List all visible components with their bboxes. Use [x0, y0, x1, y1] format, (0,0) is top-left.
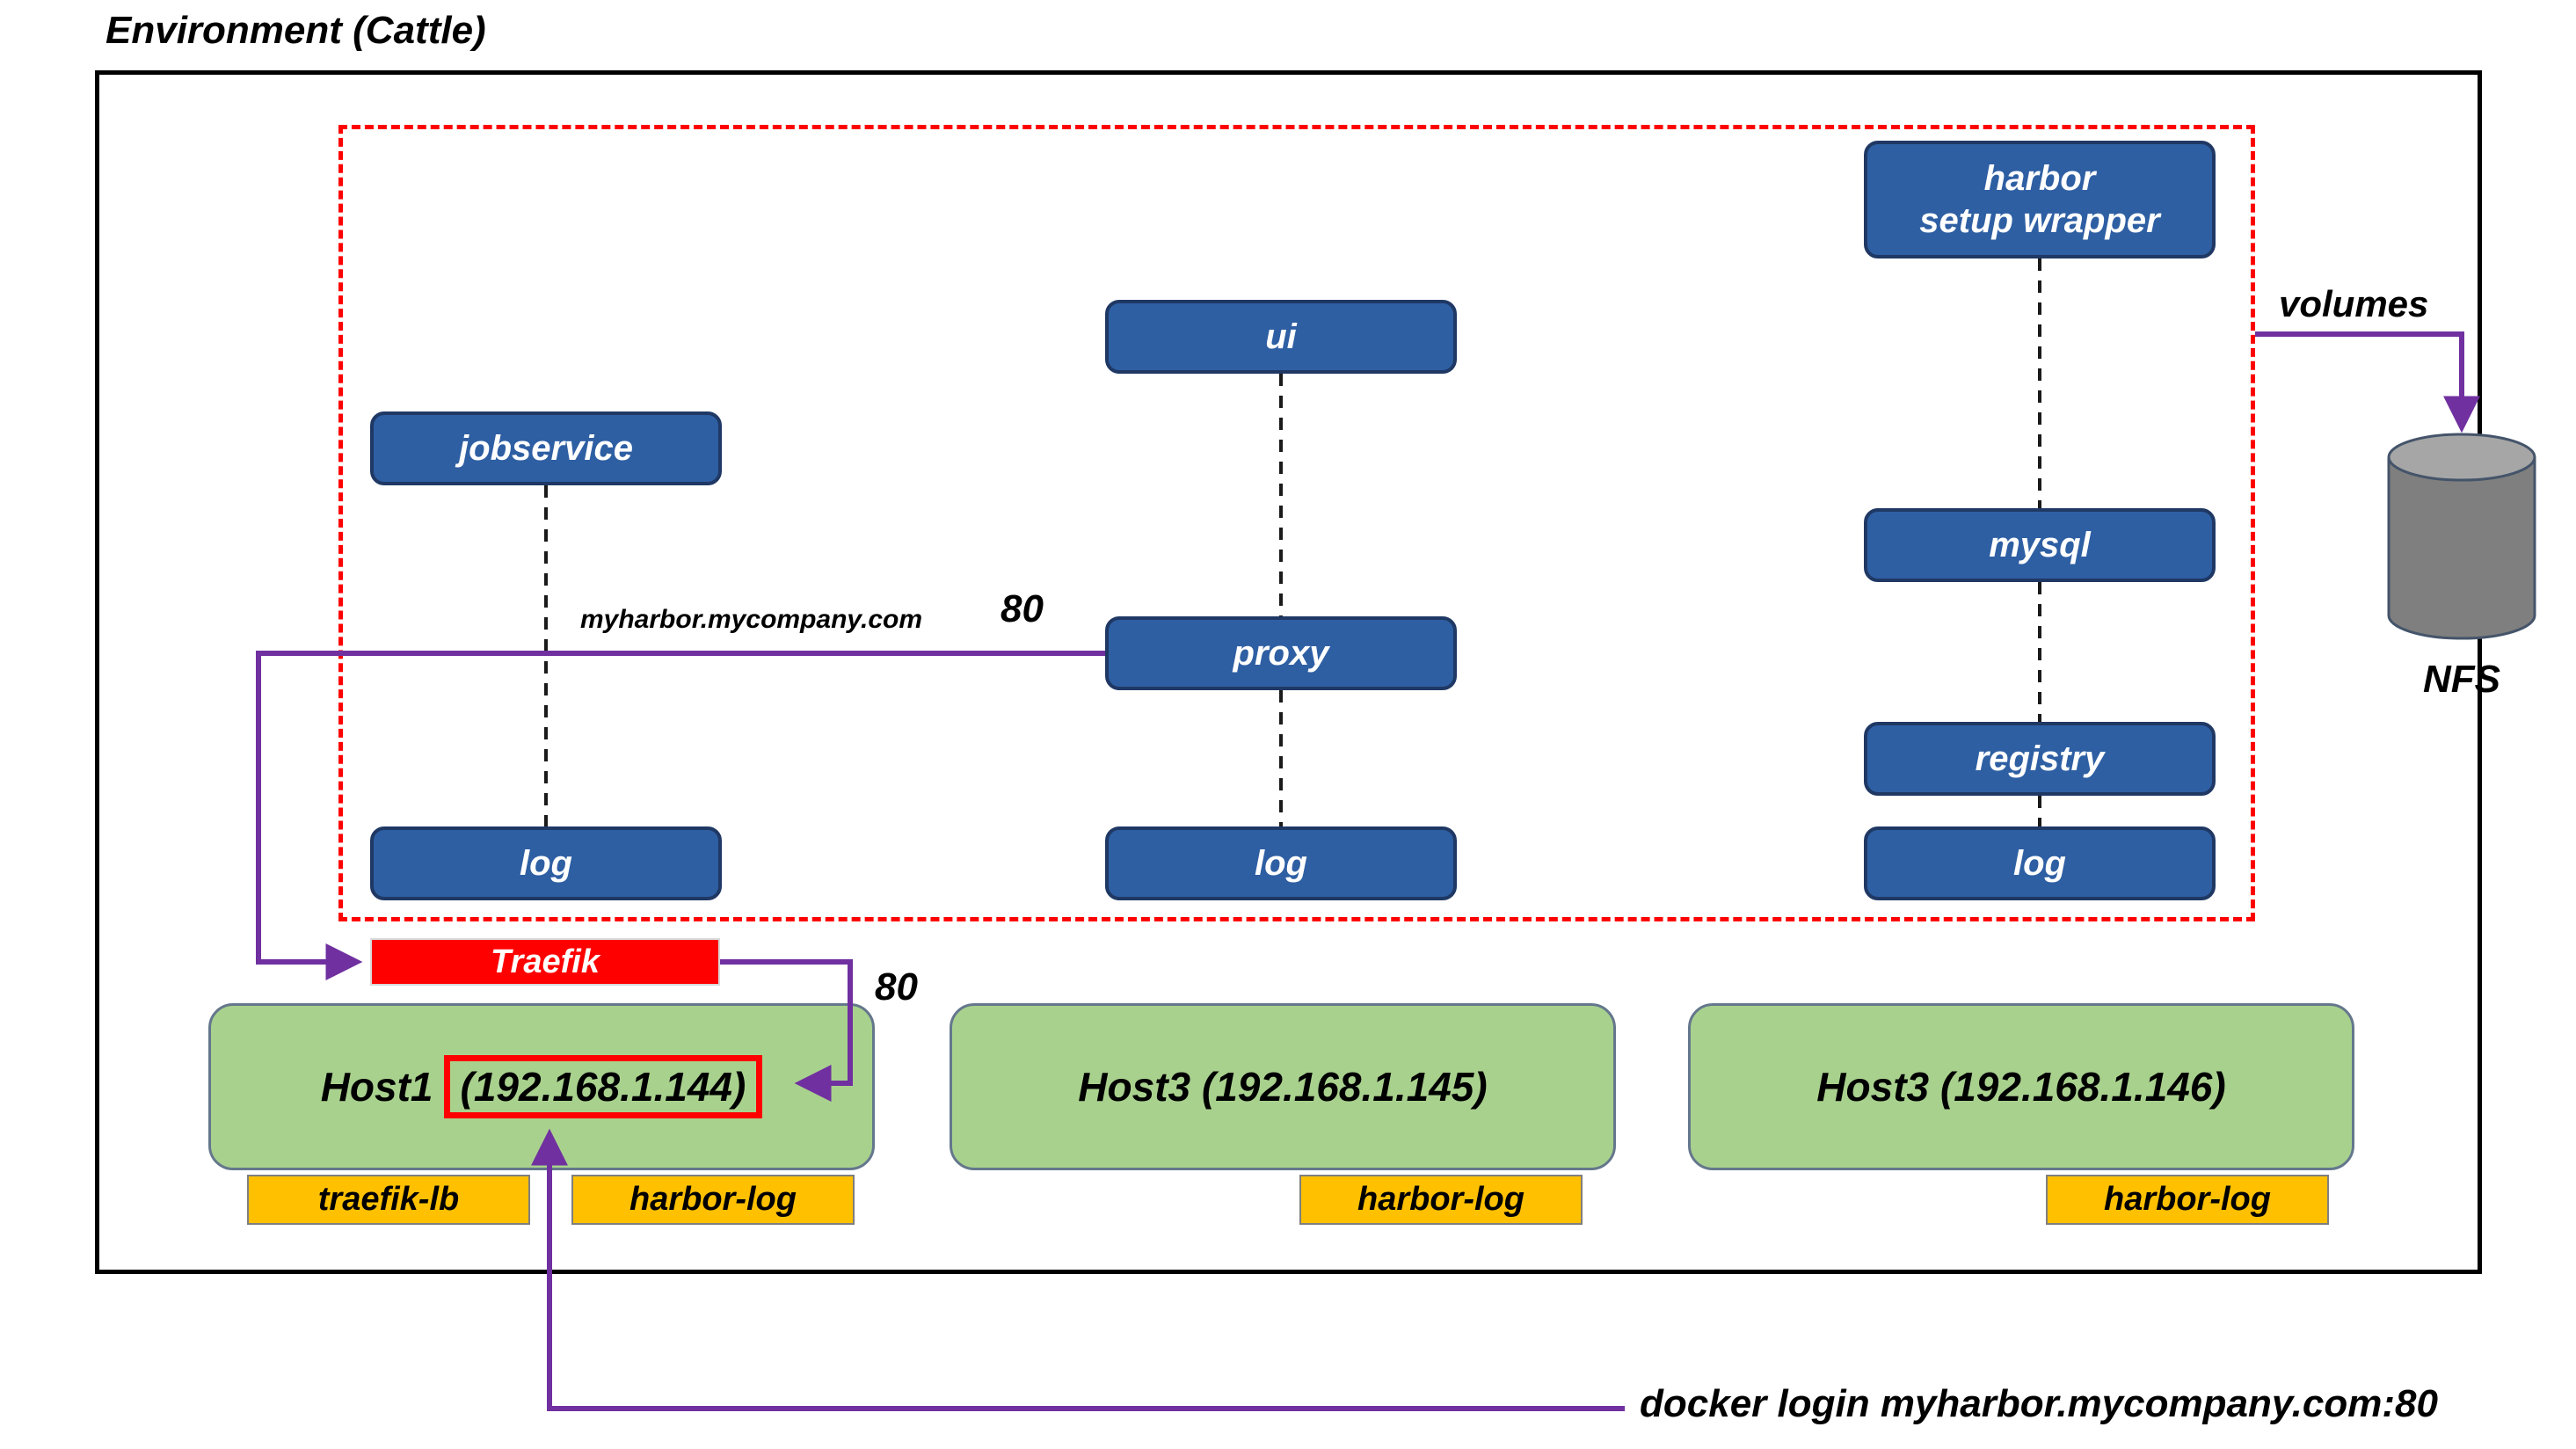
host-ip-highlight: (192.168.1.144)	[443, 1055, 763, 1118]
docker-login-label: docker login myharbor.mycompany.com:80	[1640, 1382, 2438, 1425]
service-registry: registry	[1864, 722, 2216, 796]
tag-harbor-log-host2: harbor-log	[1299, 1175, 1583, 1225]
route-port-label: 80	[1001, 587, 1044, 630]
environment-title: Environment (Cattle)	[106, 9, 486, 52]
tag-harbor-log-host1: harbor-log	[571, 1175, 855, 1225]
service-label: setup wrapper	[1919, 201, 2160, 240]
service-log-middle: log	[1105, 826, 1457, 900]
route-domain-label: myharbor.mycompany.com	[580, 605, 923, 634]
service-label: harbor	[1983, 159, 2096, 198]
traefik-port-label: 80	[875, 965, 918, 1008]
traefik-box: Traefik	[370, 938, 720, 986]
service-log-right: log	[1864, 826, 2216, 900]
service-jobservice: jobservice	[370, 411, 722, 485]
host-3: Host3 (192.168.1.146)	[1688, 1003, 2354, 1170]
service-ui: ui	[1105, 300, 1457, 374]
service-log-left: log	[370, 826, 722, 900]
host-name: Host1	[320, 1064, 433, 1110]
host-2: Host3 (192.168.1.145)	[950, 1003, 1616, 1170]
service-proxy: proxy	[1105, 616, 1457, 690]
volumes-label: volumes	[2279, 283, 2429, 324]
host-1: Host1 (192.168.1.144)	[208, 1003, 875, 1170]
service-harbor-setup-wrapper: harbor setup wrapper	[1864, 141, 2216, 258]
tag-harbor-log-host3: harbor-log	[2046, 1175, 2329, 1225]
nfs-label: NFS	[2423, 658, 2500, 701]
service-mysql: mysql	[1864, 508, 2216, 582]
tag-traefik-lb: traefik-lb	[247, 1175, 530, 1225]
harbor-stack-dashed-frame	[338, 125, 2255, 921]
